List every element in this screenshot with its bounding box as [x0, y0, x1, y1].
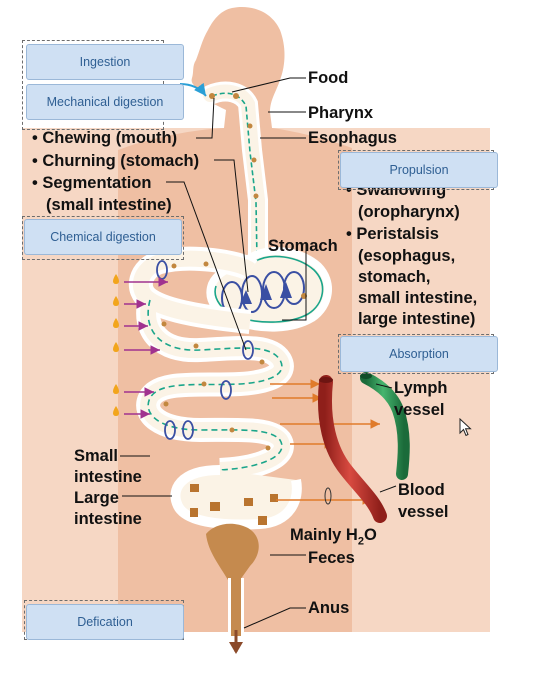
- label-large-intestine-1: Large: [74, 489, 119, 507]
- label-small-intestine-2: intestine: [74, 468, 142, 486]
- label-stomach: Stomach: [268, 237, 338, 255]
- label-food: Food: [308, 69, 349, 87]
- chip-absorption[interactable]: Absorption: [340, 336, 498, 372]
- label-segmentation-sub: (small intestine): [46, 196, 172, 214]
- chip-ingestion[interactable]: Ingestion: [26, 44, 184, 80]
- label-peristalsis: • Peristalsis: [346, 225, 439, 243]
- label-lymph-vessel-1: Lymph: [394, 379, 448, 397]
- lymph-vessel: [360, 372, 410, 480]
- label-mainly-water-sub: 2: [357, 535, 364, 548]
- label-swallowing-sub: (oropharynx): [358, 203, 460, 221]
- chip-chemical-digestion[interactable]: Chemical digestion: [24, 219, 182, 255]
- label-churning: • Churning (stomach): [32, 152, 200, 170]
- chip-propulsion[interactable]: Propulsion: [340, 152, 498, 188]
- large-intestine: [170, 465, 302, 654]
- leader-lines: [120, 77, 397, 629]
- label-feces: Feces: [308, 549, 355, 567]
- enzyme-drops: [113, 274, 119, 416]
- label-mainly-water: Mainly H2O: [290, 525, 377, 551]
- label-blood-vessel-2: vessel: [398, 503, 449, 521]
- label-small-intestine-1: Small: [74, 447, 119, 465]
- chip-mechanical-digestion[interactable]: Mechanical digestion: [26, 84, 184, 120]
- label-lymph-vessel-2: vessel: [394, 401, 445, 419]
- label-mainly-water-suffix: O: [363, 526, 377, 544]
- label-peristalsis-sub1: (esophagus,: [358, 247, 456, 265]
- chip-defication[interactable]: Defication: [26, 604, 184, 640]
- label-peristalsis-sub4: large intestine): [358, 310, 476, 328]
- label-peristalsis-sub2: stomach,: [358, 268, 431, 286]
- drop-zone-chemical-digestion[interactable]: [22, 216, 184, 260]
- label-chewing: • Chewing (mouth): [32, 129, 178, 147]
- label-mainly-water-prefix: Mainly H: [290, 526, 358, 544]
- label-pharynx: Pharynx: [308, 104, 374, 122]
- label-large-intestine-2: intestine: [74, 510, 142, 528]
- label-anus: Anus: [308, 599, 350, 617]
- label-peristalsis-sub3: small intestine,: [358, 289, 478, 307]
- enzyme-arrows: [124, 277, 168, 419]
- label-segmentation: • Segmentation: [32, 174, 152, 192]
- label-blood-vessel-1: Blood: [398, 481, 445, 499]
- label-esophagus: Esophagus: [308, 129, 397, 147]
- mouse-cursor-icon: [459, 418, 472, 437]
- blood-vessel: [318, 375, 387, 523]
